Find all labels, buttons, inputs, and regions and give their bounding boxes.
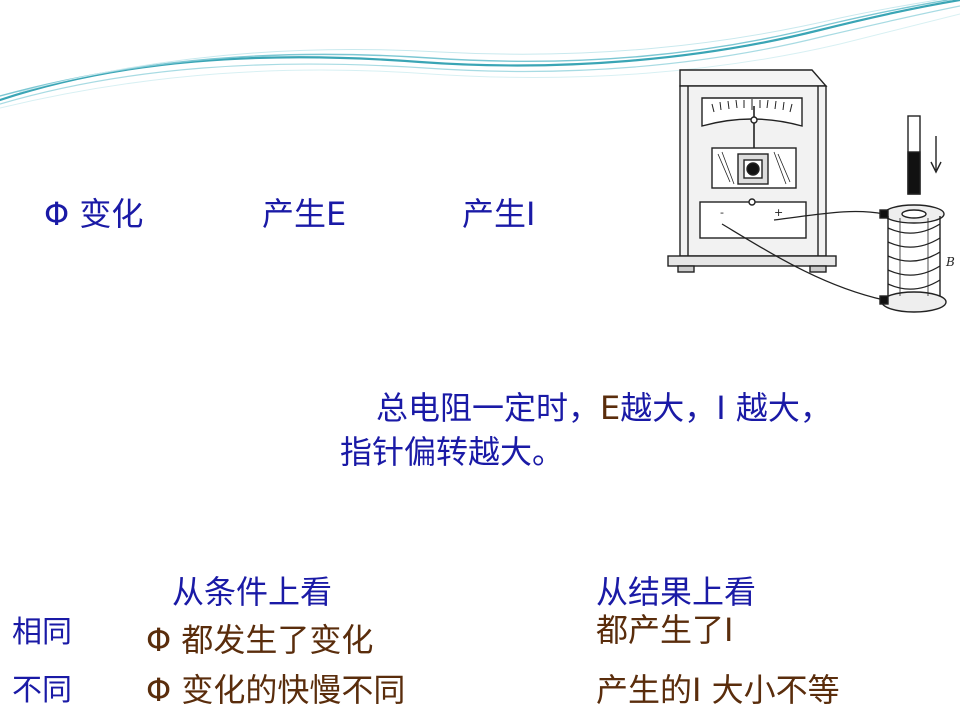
conclusion-line-2: 指针偏转越大。 (340, 433, 565, 471)
terminal-minus-label: - (720, 206, 724, 219)
result-same: 都产生了I (596, 611, 734, 649)
header-result: 从结果上看 (596, 573, 757, 611)
emf-symbol: E (600, 389, 621, 427)
decorative-waves (0, 0, 960, 109)
galvanometer-coil-illustration: - + B (667, 69, 955, 313)
conclusion-text: 总电阻一定时， (376, 389, 601, 427)
flow-step-produce-current: 产生I (462, 195, 536, 233)
conclusion-text: 越大， (620, 389, 717, 427)
flow-step-flux-change: Φ 变化 (44, 195, 144, 233)
condition-same: Φ 都发生了变化 (146, 621, 374, 659)
coil-label: B (945, 255, 955, 269)
conclusion-text: 越大， (725, 389, 832, 427)
result-different: 产生的I 大小不等 (596, 671, 840, 709)
row-label-different: 不同 (12, 673, 72, 708)
row-label-same: 相同 (12, 615, 72, 650)
conclusion-line-1: 总电阻一定时，E越大，I 越大， (376, 388, 832, 428)
current-symbol: I (716, 389, 726, 427)
header-condition: 从条件上看 (172, 573, 333, 611)
terminal-plus-label: + (774, 206, 783, 219)
condition-different: Φ 变化的快慢不同 (146, 671, 406, 709)
flow-step-produce-emf: 产生E (262, 195, 347, 233)
